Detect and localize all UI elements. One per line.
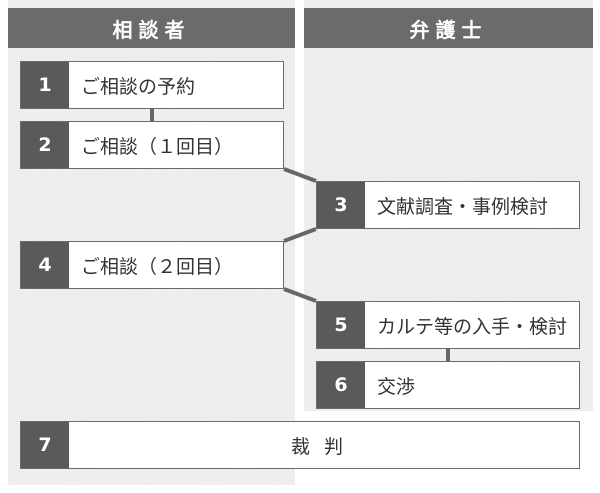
step-6-negotiation: 6 交渉 [316, 361, 580, 409]
step-label: 交渉 [377, 375, 416, 398]
step-number: 2 [21, 122, 69, 168]
step-label: ご相談（２回目） [81, 255, 234, 278]
step-number: 6 [317, 362, 365, 408]
client-column-header: 相談者 [8, 8, 295, 48]
step-number: 1 [21, 62, 69, 108]
step-label: カルテ等の入手・検討 [377, 315, 568, 338]
step-number: 7 [21, 422, 69, 468]
step-label: 裁判 [290, 435, 357, 458]
step-label: ご相談の予約 [81, 75, 196, 98]
step-7-trial: 7 裁判 [20, 421, 580, 469]
step-label: 文献調査・事例検討 [377, 195, 549, 218]
step-5-medical-records-review: 5 カルテ等の入手・検討 [316, 301, 580, 349]
step-number: 5 [317, 302, 365, 348]
step-1-consultation-booking: 1 ご相談の予約 [20, 61, 284, 109]
connector-2-3 [283, 167, 317, 183]
step-label: ご相談（１回目） [81, 135, 234, 158]
step-3-literature-research: 3 文献調査・事例検討 [316, 181, 580, 229]
step-number: 3 [317, 182, 365, 228]
step-number: 4 [21, 242, 69, 288]
connector-4-5 [283, 287, 317, 303]
step-2-first-consultation: 2 ご相談（１回目） [20, 121, 284, 169]
lawyer-column-header: 弁護士 [304, 8, 593, 48]
step-4-second-consultation: 4 ご相談（２回目） [20, 241, 284, 289]
connector-3-4 [283, 227, 317, 243]
